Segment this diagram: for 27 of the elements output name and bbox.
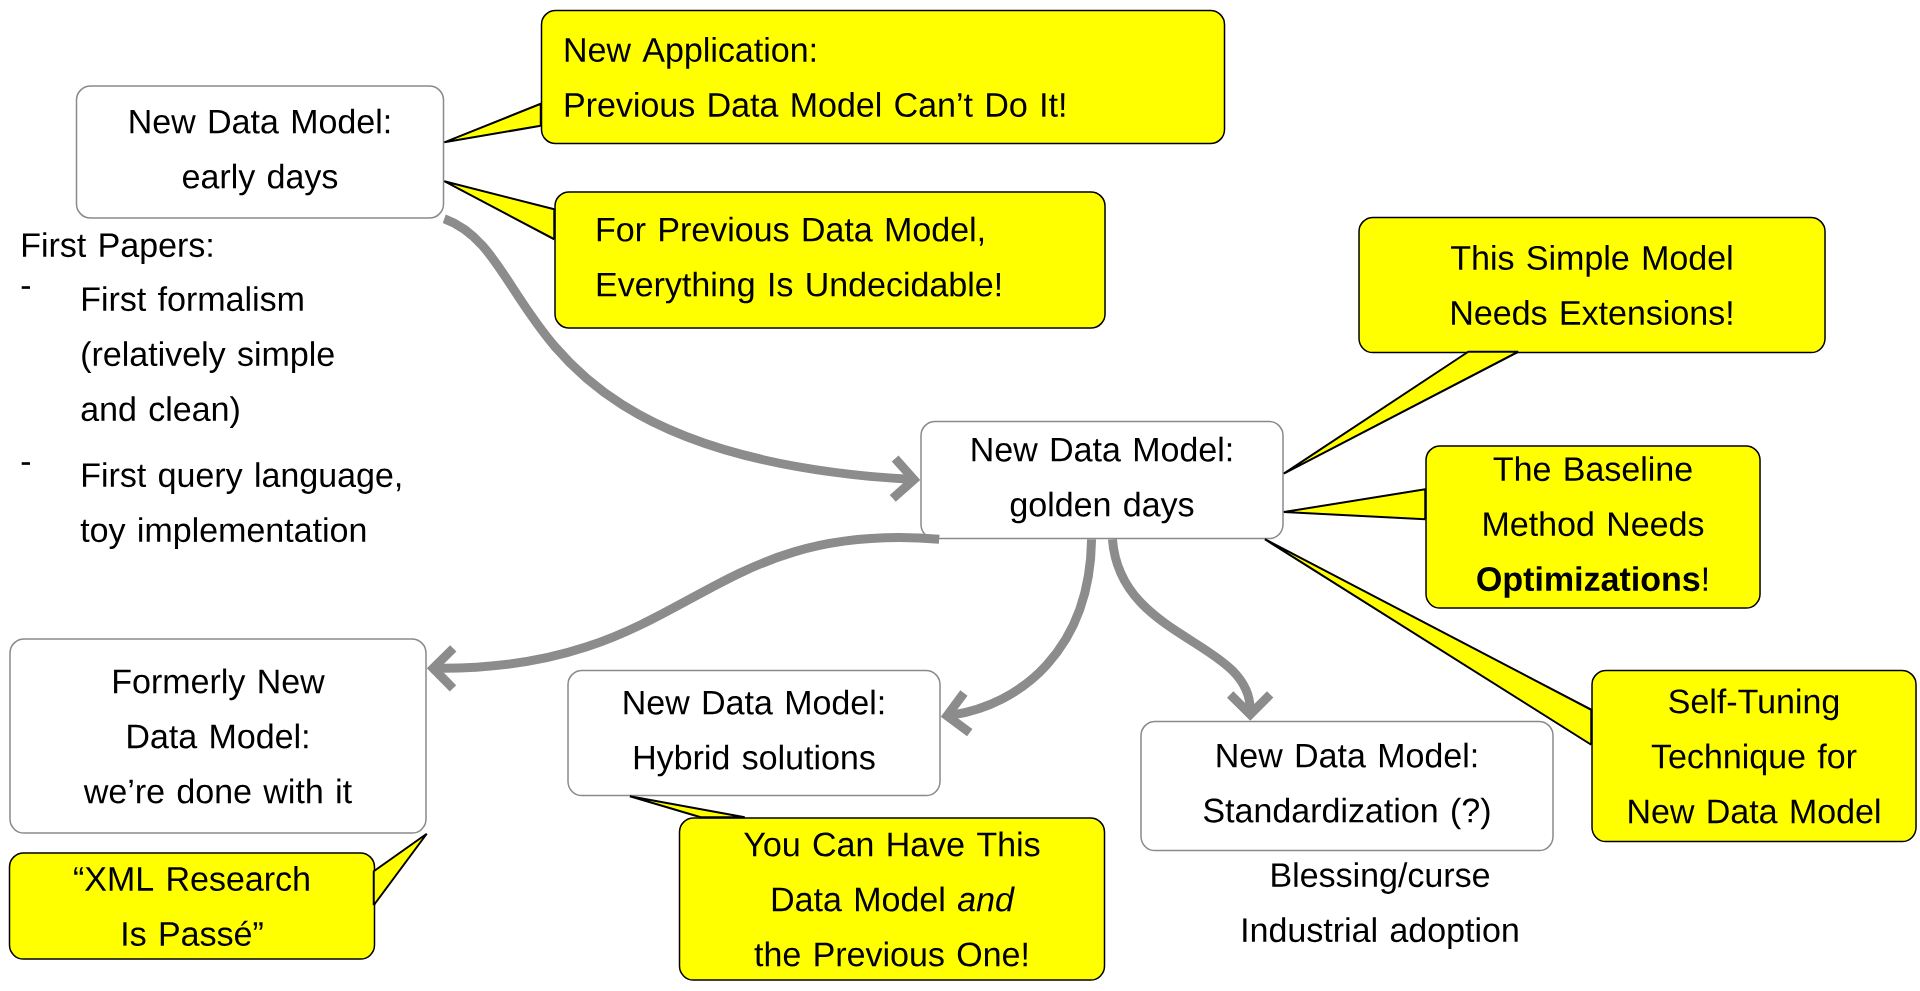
- callout-box: For Previous Data Model, Everything Is Undecidable!: [554, 191, 1106, 329]
- list-item: First formalism (relatively simple and clean): [81, 286, 334, 428]
- callout-pointer: [1282, 350, 1520, 475]
- node-label: Blessing/curse Industrial adoption: [1243, 862, 1518, 949]
- list-item: First query language, toy implementation: [80, 462, 401, 549]
- callout-box: Self-Tuning Technique for New Data Model: [1591, 669, 1917, 843]
- callout-pointer: [628, 795, 746, 819]
- curved-arrow: [1108, 538, 1274, 721]
- callout-pointer: [443, 180, 556, 241]
- stage-box: New Data Model: golden days: [920, 420, 1284, 540]
- curved-arrow: [940, 538, 1097, 737]
- callout-pointer: [443, 102, 542, 144]
- curved-arrow: [442, 214, 921, 502]
- bullet-dash: -: [21, 286, 30, 289]
- callout-pointer: [1263, 538, 1593, 746]
- list-heading: First Papers:: [23, 232, 212, 264]
- stage-box: New Data Model: Standardization (?): [1140, 720, 1554, 852]
- stage-box: New Data Model: early days: [75, 85, 445, 219]
- curved-arrow: [426, 533, 940, 692]
- stage-box: New Data Model: Hybrid solutions: [567, 669, 941, 797]
- callout-pointer: [372, 832, 428, 907]
- stage-box: Formerly New Data Model: we’re done with it: [9, 638, 427, 834]
- callout-pointer: [1282, 488, 1427, 521]
- callout-box: New Application: Previous Data Model Can’t Do It!: [540, 9, 1226, 145]
- callout-box: You Can Have This Data Model and the Previous One!: [678, 817, 1106, 981]
- bullet-dash: -: [21, 462, 30, 465]
- callout-box: The Baseline Method Needs Optimizations!: [1425, 445, 1761, 609]
